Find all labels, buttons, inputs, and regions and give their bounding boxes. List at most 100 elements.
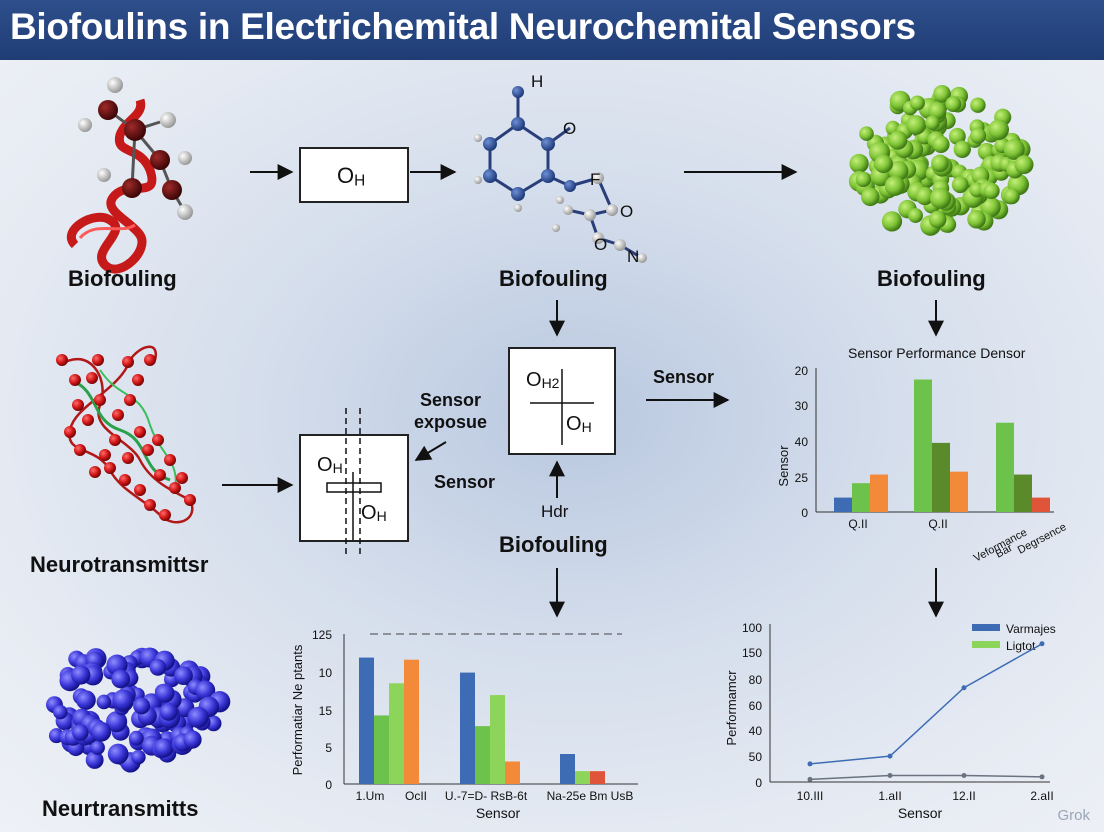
bar <box>1032 497 1050 512</box>
bar <box>374 715 389 784</box>
atom <box>89 466 101 478</box>
y-axis-label: Performatiar Ne ptants <box>290 644 305 775</box>
atom <box>184 494 196 506</box>
atom <box>945 96 962 113</box>
y-tick-label: 5 <box>325 741 332 755</box>
atom <box>931 154 949 173</box>
y-tick-label: 30 <box>795 399 809 413</box>
bar <box>389 683 404 784</box>
title-bar: Biofoulins in Electrichemital Neurochemi… <box>0 0 1104 60</box>
atom <box>159 703 178 721</box>
atom <box>925 115 940 131</box>
legend-swatch <box>972 624 1000 631</box>
atom <box>1003 138 1025 160</box>
y-tick-label: 10 <box>319 666 333 680</box>
atom <box>134 426 146 438</box>
x-tick-label: OcII <box>405 789 427 803</box>
bar-chart-sensor-performance: Sensor Performance Densor Sensor 2030402… <box>776 345 1068 565</box>
center-structure-box: OH2 OH <box>508 347 616 455</box>
chart-title: Sensor Performance Densor <box>848 345 1026 361</box>
series-line <box>809 643 1043 765</box>
y-tick-label: 25 <box>795 471 809 485</box>
atom <box>908 208 923 223</box>
atom <box>183 730 202 749</box>
y-tick-label: 80 <box>749 673 763 687</box>
arrow <box>414 441 447 461</box>
atom <box>909 95 925 111</box>
x-tick-label: Q.II <box>928 517 947 531</box>
atom <box>56 354 68 366</box>
legend-swatch <box>972 641 1000 648</box>
y-tick-label: 0 <box>755 776 762 790</box>
atom-o-label: O <box>563 119 576 138</box>
atom <box>144 354 156 366</box>
atom <box>131 749 146 765</box>
legend-label: Ligtot <box>1006 639 1036 653</box>
y-tick-label: 40 <box>795 435 809 449</box>
atom <box>859 126 874 141</box>
grok-watermark: Grok <box>1057 807 1090 824</box>
x-tick-label: 1.Um <box>356 789 385 803</box>
dashed-guides <box>345 408 361 556</box>
atom <box>884 175 905 196</box>
atom <box>104 462 116 474</box>
x-tick-label: Na-25e Bm UsB <box>547 789 634 803</box>
bar <box>359 657 374 784</box>
atom <box>92 354 104 366</box>
left-structure-box: OH OH <box>299 434 409 542</box>
atom <box>90 740 105 755</box>
y-tick-label: 40 <box>749 724 763 738</box>
bond-lines <box>530 369 594 445</box>
y-axis-label: Performamcr <box>724 670 739 746</box>
atom <box>119 474 131 486</box>
atom <box>96 694 112 710</box>
atom <box>85 751 104 769</box>
atom <box>91 721 112 742</box>
atom <box>111 669 131 689</box>
box-formula: OH <box>317 454 343 477</box>
atom <box>144 499 156 511</box>
atom <box>915 186 934 206</box>
protein-ribbon-illustration <box>67 77 193 274</box>
atom <box>86 372 98 384</box>
bar <box>404 659 419 784</box>
atom <box>132 374 144 386</box>
sensor-exposure-label: Sensor exposue <box>414 390 488 432</box>
atom <box>149 659 167 676</box>
atom <box>71 665 91 685</box>
atom <box>159 509 171 521</box>
atom <box>94 394 106 406</box>
biofouling-label: Biofouling <box>877 266 986 291</box>
atom <box>164 454 176 466</box>
atom <box>155 683 175 703</box>
atom <box>948 127 966 145</box>
atom-h-label: H <box>531 72 543 91</box>
neurotransmitter-label: Neurtransmitts <box>42 796 199 821</box>
atom <box>881 211 903 232</box>
bar <box>870 474 888 512</box>
data-point <box>807 776 813 782</box>
data-point <box>887 753 893 759</box>
atom <box>928 101 947 120</box>
atom <box>154 738 174 758</box>
atom-o-label: O <box>594 235 607 254</box>
atom <box>112 409 124 421</box>
atom <box>124 394 136 406</box>
y-tick-label: 0 <box>325 778 332 792</box>
bar <box>914 379 932 512</box>
biofouling-label: Biofouling <box>68 266 177 291</box>
atom <box>122 356 134 368</box>
atom <box>82 414 94 426</box>
atom <box>69 374 81 386</box>
x-axis-label: Sensor <box>898 805 943 821</box>
atom <box>154 469 166 481</box>
atom <box>187 706 209 728</box>
bond-lines <box>326 472 382 540</box>
atom <box>983 182 1000 199</box>
atom <box>99 449 111 461</box>
bar <box>1014 474 1032 512</box>
page-title: Biofoulins in Electrichemital Neurochemi… <box>10 6 916 47</box>
atom <box>849 153 869 174</box>
atom <box>152 434 164 446</box>
data-point <box>1039 641 1045 647</box>
